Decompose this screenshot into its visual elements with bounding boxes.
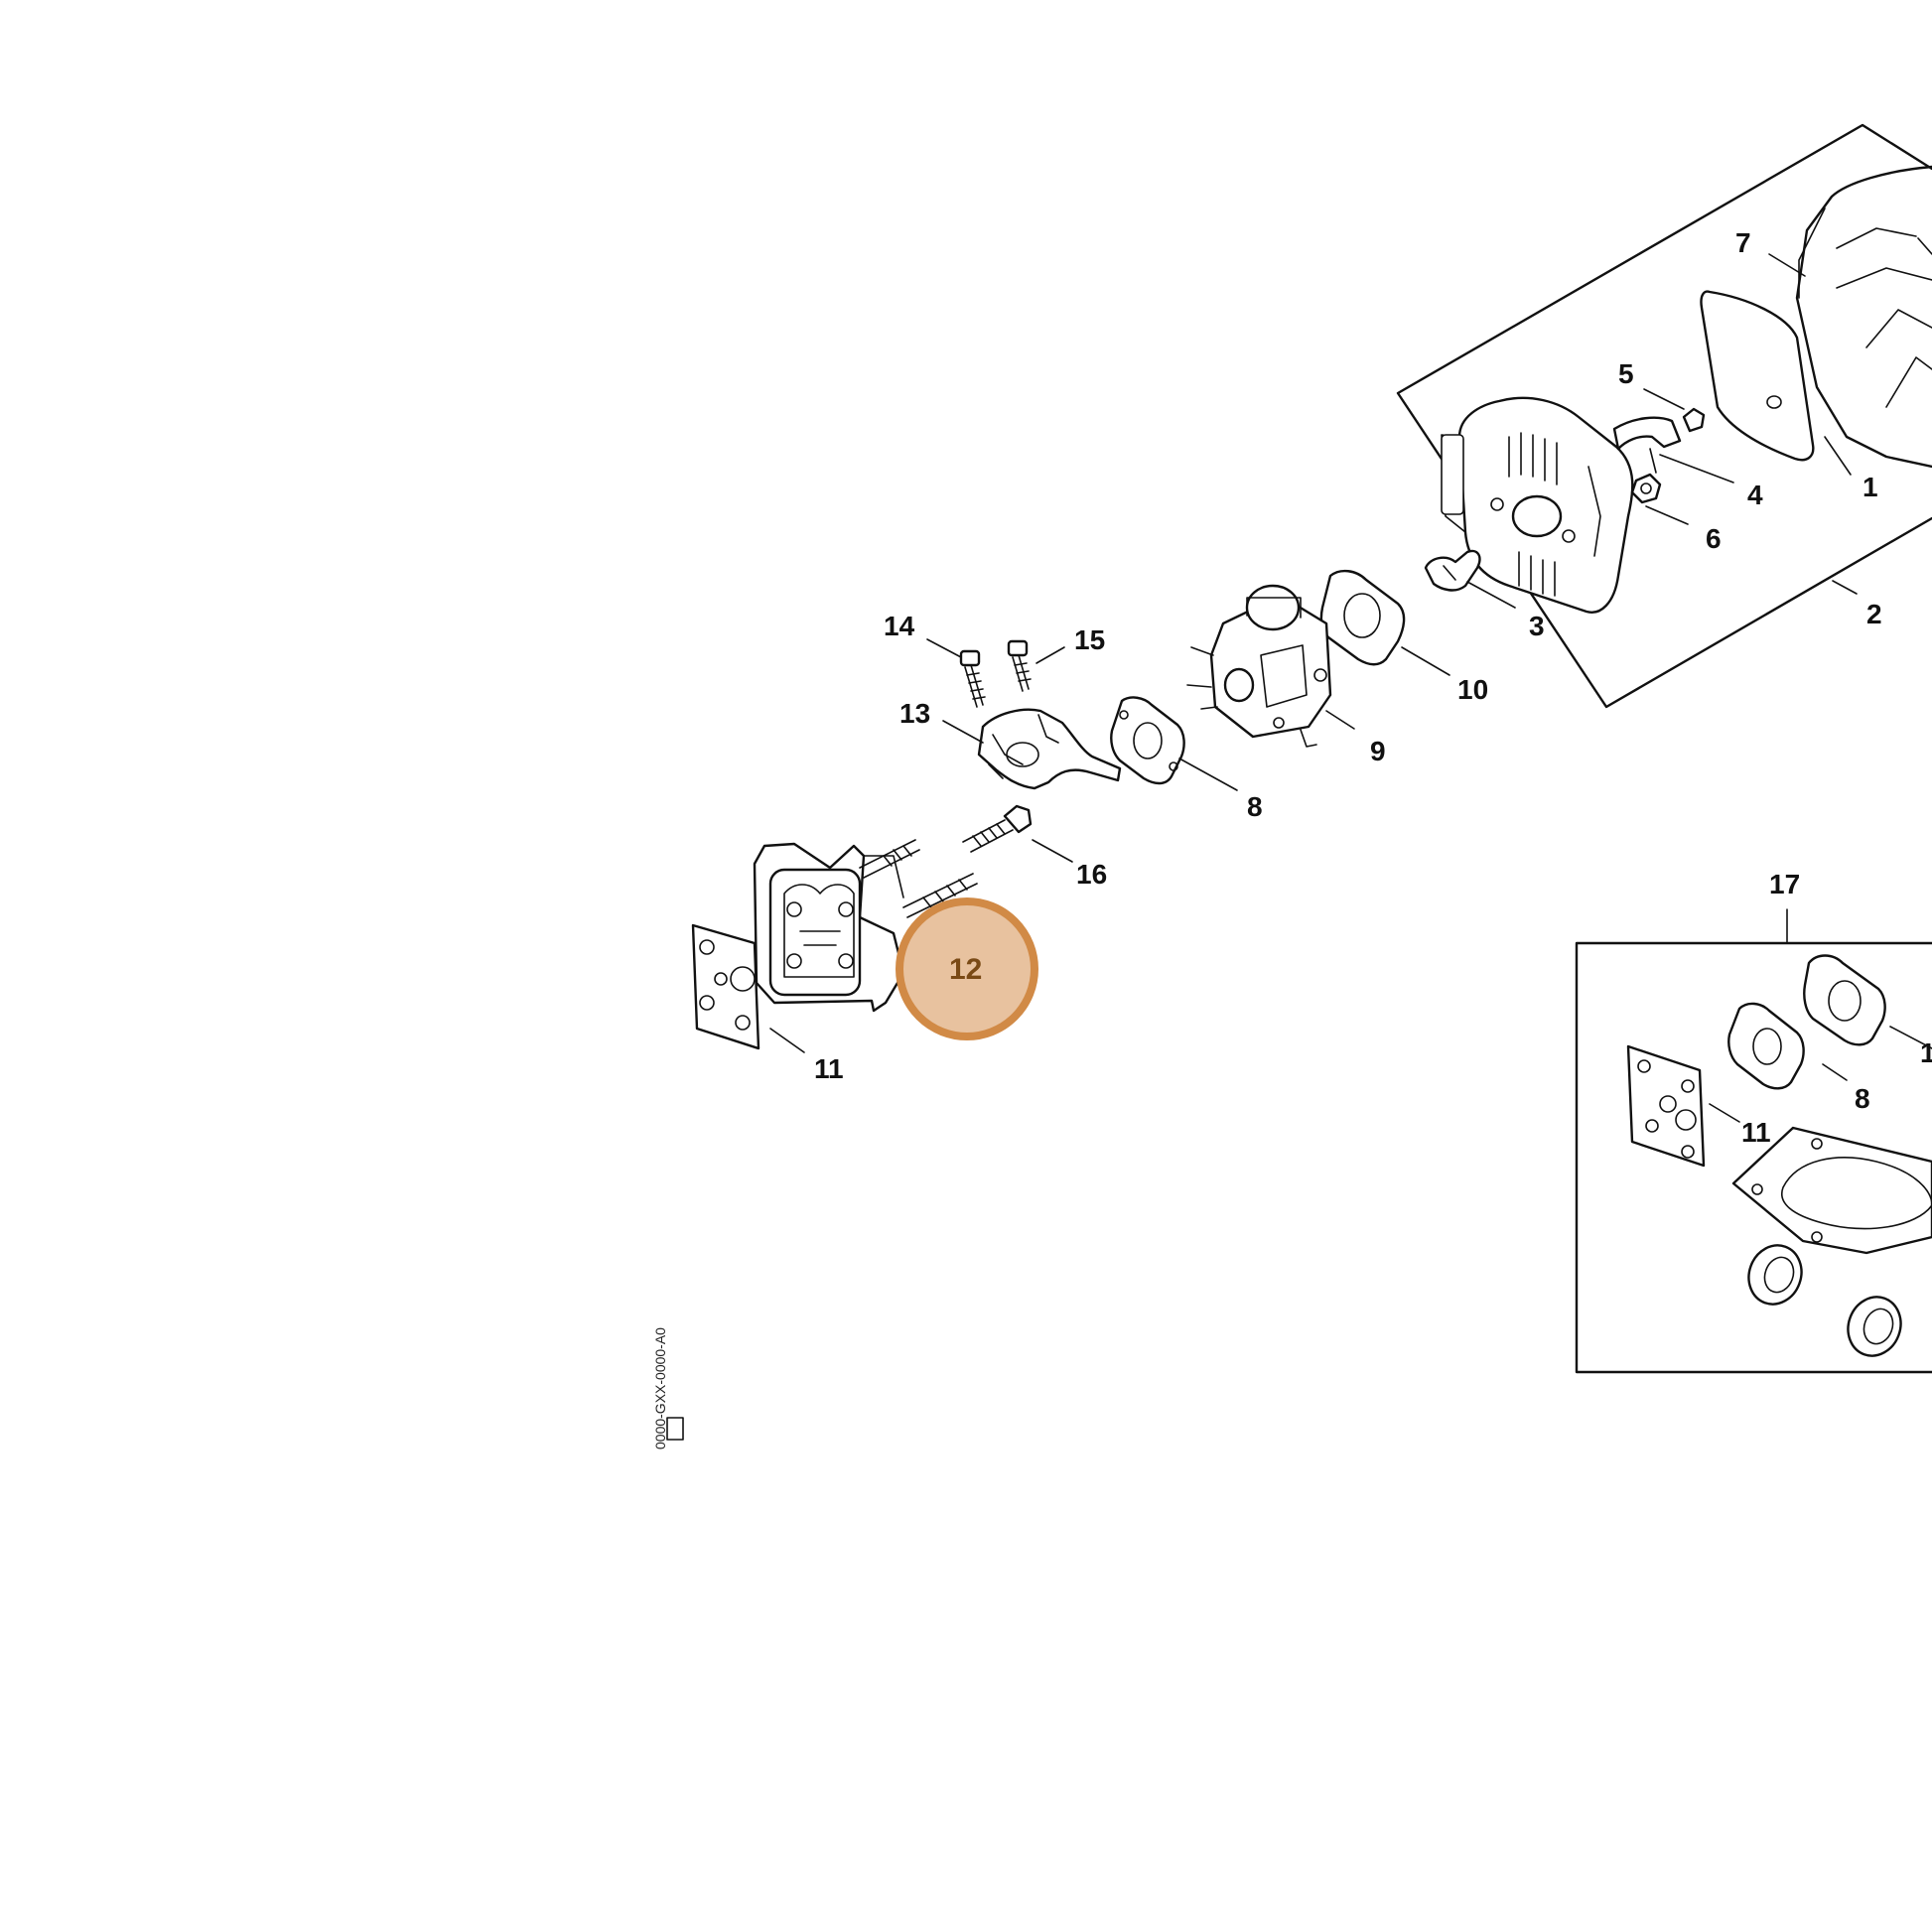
kit-seal-right-part[interactable] [1840,1290,1908,1363]
air-filter-base-part[interactable] [1441,396,1634,614]
screw-15-part[interactable] [1007,639,1032,692]
kit-seal-left-part[interactable] [1740,1238,1809,1311]
part-labels: 7 5 1 4 6 2 3 10 9 8 14 15 13 16 11 17 8… [814,227,1932,1148]
screw-14-part[interactable] [959,649,986,708]
gasket-8-part[interactable] [1110,696,1185,785]
kit-label-11[interactable]: 11 [1741,1117,1771,1148]
gasket-11-part[interactable] [691,923,760,1050]
screw-5-part[interactable] [1682,407,1706,433]
label-1[interactable]: 1 [1863,472,1878,502]
kit-label-1[interactable]: 1 [1920,1037,1932,1068]
label-2[interactable]: 2 [1866,599,1882,629]
label-8[interactable]: 8 [1247,791,1263,822]
filter-cover-part[interactable] [1795,165,1932,469]
choke-lever-part[interactable] [1424,549,1481,592]
drawing-code: 0000-GXX-0000-A0 [652,1327,684,1449]
label-5[interactable]: 5 [1618,358,1634,389]
label-11[interactable]: 11 [814,1053,844,1084]
label-13[interactable]: 13 [899,698,930,729]
highlight-marker[interactable] [896,897,1038,1040]
stud-upper-part[interactable] [859,839,920,879]
label-10[interactable]: 10 [1457,674,1488,705]
kit-gasket-8-part[interactable] [1727,1002,1805,1090]
label-7[interactable]: 7 [1735,227,1751,258]
throttle-holder-part[interactable] [977,708,1122,790]
bracket-clip-part[interactable] [1612,416,1682,474]
air-filter-box-frame [1396,123,1932,709]
label-17[interactable]: 17 [1769,869,1800,899]
stud-lower-part[interactable] [902,873,978,918]
gasket-10-part[interactable] [1319,569,1406,666]
label-15[interactable]: 15 [1074,624,1105,655]
filter-element-part[interactable] [1700,290,1815,462]
label-3[interactable]: 3 [1529,611,1545,641]
label-14[interactable]: 14 [884,611,915,641]
carburetor-part[interactable] [1186,584,1332,748]
label-9[interactable]: 9 [1370,736,1386,766]
label-6[interactable]: 6 [1706,523,1722,554]
kit-cylinder-gasket-part[interactable] [1731,1126,1932,1255]
kit-box-frame [1575,941,1932,1374]
label-16[interactable]: 16 [1076,859,1107,890]
svg-text:0000-GXX-0000-A0: 0000-GXX-0000-A0 [652,1327,668,1449]
nut-part[interactable] [1630,473,1662,504]
label-12[interactable]: 12 [949,953,982,986]
screw-16-part[interactable] [962,804,1033,853]
kit-gasket-upper-part[interactable] [1803,954,1886,1046]
kit-label-8[interactable]: 8 [1855,1083,1870,1114]
kit-gasket-11-part[interactable] [1626,1044,1706,1168]
label-4[interactable]: 4 [1747,480,1763,510]
